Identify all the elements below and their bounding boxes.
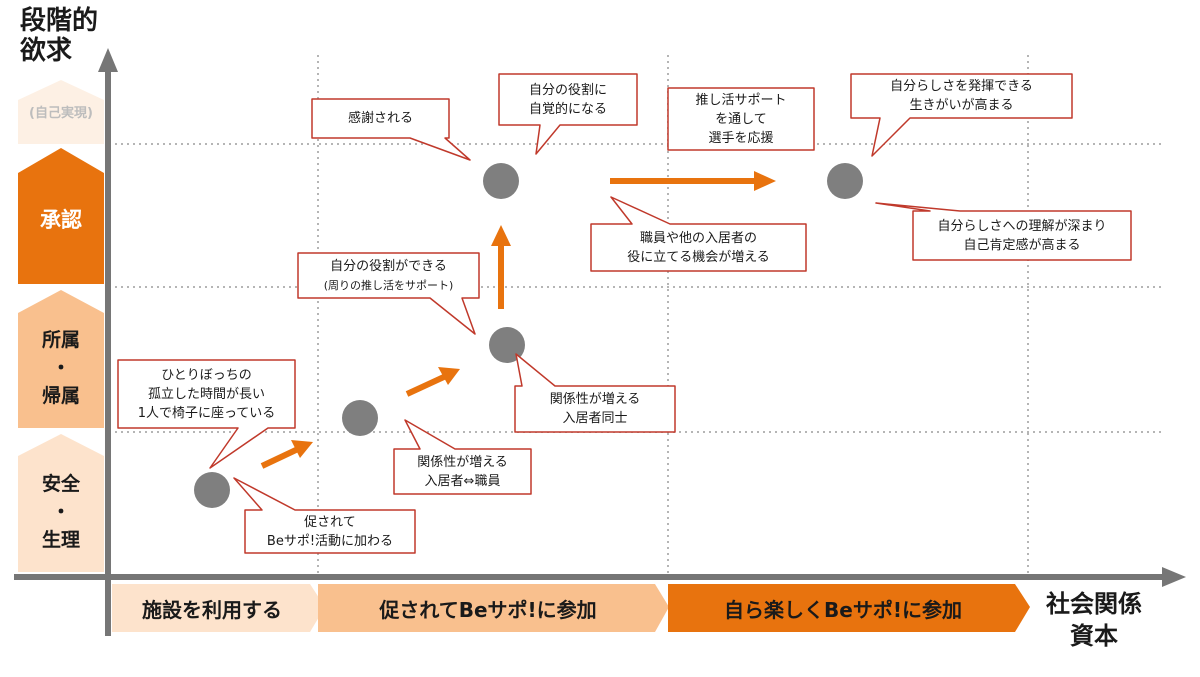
band-self-actualization <box>18 80 104 144</box>
stage-label-2: 促されてBeサポ!に参加 <box>379 597 597 622</box>
arrow-1 <box>260 440 313 469</box>
band-belonging <box>18 290 104 428</box>
y-axis-title-line1: 段階的 <box>20 6 99 36</box>
band-safety <box>18 434 104 572</box>
dot-5 <box>827 163 863 199</box>
dot-4 <box>483 163 519 199</box>
callout-thanked: 感謝される <box>347 111 413 126</box>
stage-chevron-1 <box>112 584 325 632</box>
progress-arrows <box>260 171 776 469</box>
level-self-actualization: (自己実現) <box>29 106 93 121</box>
callout-oshikatsu: 推し活サポート を通して 選手を応援 <box>695 92 787 146</box>
arrow-3 <box>491 225 511 309</box>
callout-useful: 職員や他の入居者の 役に立てる機会が増える <box>627 230 770 265</box>
callout-role-main: 自分の役割ができる <box>330 258 447 274</box>
level-belonging: 所属 ・ 帰属 <box>41 329 80 407</box>
callout-prompted: 促されて Beサポ!活動に加わる <box>266 514 394 549</box>
callout-relation-staff: 関係性が増える 入居者⇔職員 <box>417 454 508 489</box>
band-esteem <box>18 148 104 284</box>
callout-shapes <box>117 73 1132 554</box>
x-axis-title: 社会関係 資本 <box>1032 588 1156 652</box>
callout-relation-staff-shape <box>393 419 532 495</box>
callout-role: 自分の役割ができる (周りの推し活をサポート) <box>298 253 479 298</box>
stage-label-3: 自ら楽しくBeサポ!に参加 <box>724 597 962 622</box>
dot-1 <box>194 472 230 508</box>
callout-self-esteem-shape <box>875 202 1132 261</box>
x-axis-title-line1: 社会関係 <box>1046 590 1142 618</box>
stage-chevron-2 <box>318 584 669 632</box>
callout-thanked-shape <box>311 98 471 161</box>
stage-label-1: 施設を利用する <box>142 597 282 622</box>
arrow-2 <box>405 367 460 397</box>
callout-relation-residents: 関係性が増える 入居者同士 <box>549 392 641 426</box>
callout-role-sub: (周りの推し活をサポート) <box>323 278 454 292</box>
callout-lonely: ひとりぼっちの 孤立した時間が長い 1人で椅子に座っている <box>137 367 276 421</box>
callout-lonely-shape <box>117 359 296 469</box>
callout-role-shape <box>297 252 480 335</box>
callout-prompted-shape <box>233 477 416 554</box>
callout-aware-role: 自分の役割に 自覚的になる <box>528 82 607 117</box>
y-axis-arrowhead <box>98 48 118 72</box>
axes <box>14 48 1186 636</box>
gridlines <box>115 55 1165 575</box>
x-axis-arrowhead <box>1162 567 1186 587</box>
callout-useful-shape <box>590 196 807 272</box>
x-axis-title-line2: 資本 <box>1070 622 1118 650</box>
callout-ikigai: 自分らしさを発揮できる 生きがいが高まる <box>890 79 1033 113</box>
stage-chevron-3 <box>668 584 1030 632</box>
level-esteem: 承認 <box>40 208 82 232</box>
dot-2 <box>342 400 378 436</box>
state-dots <box>194 163 863 508</box>
callout-ikigai-shape <box>850 73 1073 157</box>
callout-aware-role-shape <box>498 73 638 155</box>
y-axis-title: 段階的 欲求 <box>20 6 98 66</box>
callout-relation-residents-shape <box>514 353 676 433</box>
callout-self-esteem: 自分らしさへの理解が深まり 自己肯定感が高まる <box>937 218 1107 253</box>
y-axis-title-line2: 欲求 <box>20 36 73 66</box>
callout-oshikatsu-shape <box>667 87 815 151</box>
arrow-4 <box>610 171 776 191</box>
level-safety: 安全 ・ 生理 <box>41 473 80 551</box>
